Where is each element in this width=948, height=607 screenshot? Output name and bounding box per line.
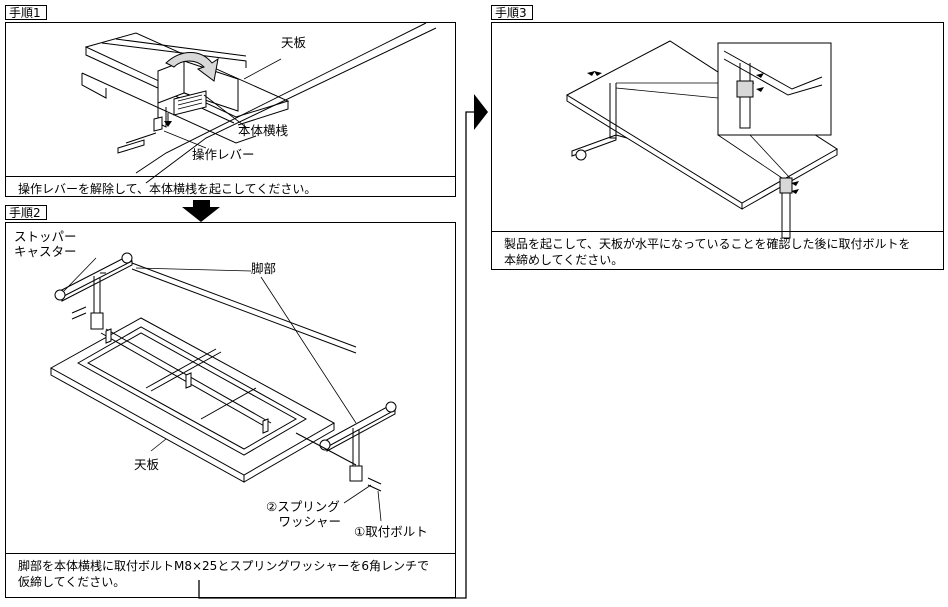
step1-label-crossbar: 本体横桟 (238, 123, 289, 138)
step3-illustration (565, 40, 838, 239)
step2-label-washer: ②スプリング ワッシャー (266, 499, 342, 529)
step1-label-lever: 操作レバー (192, 147, 255, 162)
step2-label-bolt: ①取付ボルト (354, 524, 428, 539)
step2-label-leg: 脚部 (251, 261, 277, 276)
step1-panel: 天板 本体横桟 操作レバー 操作レバーを解除して、本体横桟を起こしてください。 (5, 22, 456, 197)
step2-label-caster: ストッパー キャスター (14, 229, 77, 259)
step2-caption: 脚部を本体横桟に取付ボルトM8×25とスプリングワッシャーを6角レンチで 仮締し… (6, 553, 455, 597)
step2-tab: 手順2 (5, 205, 47, 220)
step3-panel: 製品を起こして、天板が水平になっていることを確認した後に取付ボルトを 本締めして… (491, 22, 944, 270)
step1-tab: 手順1 (5, 5, 47, 20)
step2-illustration (49, 252, 397, 522)
step1-illustration (81, 22, 437, 184)
step1-label-tabletop: 天板 (281, 35, 307, 50)
step1-caption: 操作レバーを解除して、本体横桟を起こしてください。 (6, 176, 455, 197)
step3-caption: 製品を起こして、天板が水平になっていることを確認した後に取付ボルトを 本締めして… (492, 231, 943, 270)
step2-panel: ストッパー キャスター 脚部 天板 ②スプリング ワッシャー ①取付ボルト 脚部… (5, 222, 456, 598)
step2-label-tabletop: 天板 (134, 457, 160, 472)
step3-tab: 手順3 (491, 5, 533, 20)
